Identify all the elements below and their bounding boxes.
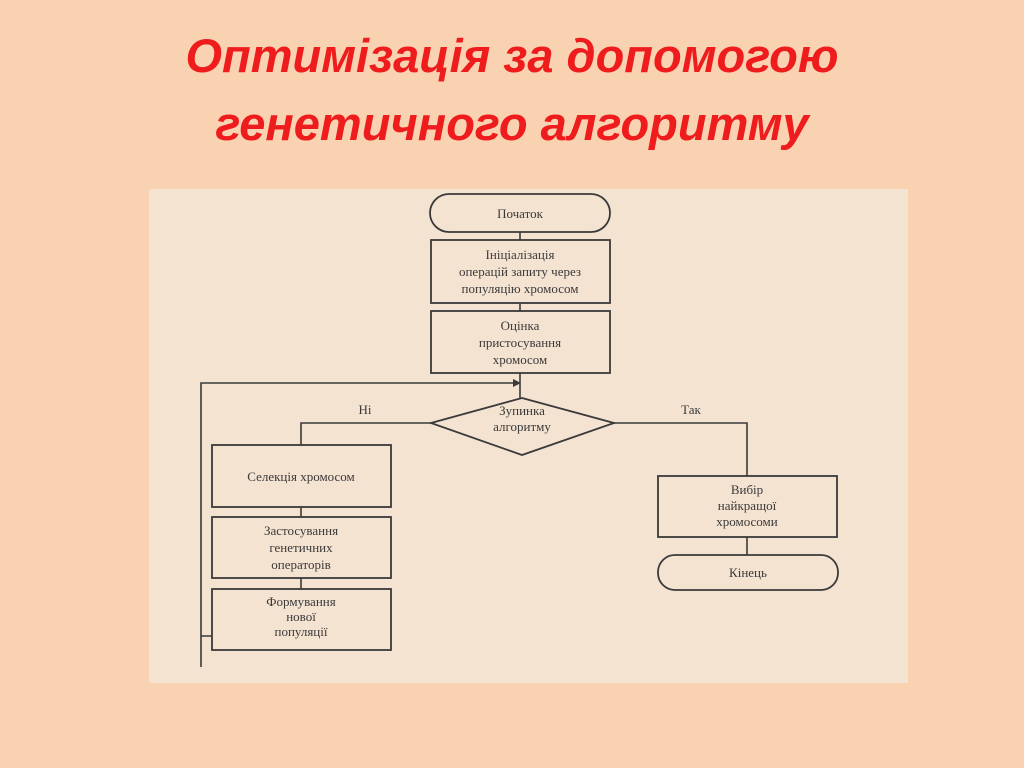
fitness-label-2: пристосування <box>479 335 561 350</box>
start-shape <box>429 193 611 233</box>
best-chromosome-node: Вибір найкращої хромосоми <box>657 475 838 538</box>
selection-node: Селекція хромосом <box>211 444 392 508</box>
best-chromosome-shape <box>657 475 838 538</box>
init-shape <box>430 239 611 304</box>
selection-label: Селекція хромосом <box>247 469 355 484</box>
init-label-2: операцій запиту через <box>459 264 581 279</box>
operators-label-2: генетичних <box>269 540 333 555</box>
best-chromosome-label-3: хромосоми <box>716 514 778 529</box>
yes-branch-label: Так <box>681 402 701 417</box>
connector-decision-yes <box>614 422 748 476</box>
connector-decision-no <box>300 422 431 445</box>
start-node: Початок <box>429 193 611 233</box>
slide-title-line-1: Оптимізація за допомогою <box>185 29 839 82</box>
no-branch-label: Ні <box>359 402 372 417</box>
fitness-label-3: хромосом <box>493 352 548 367</box>
fitness-shape <box>430 310 611 374</box>
new-population-label-3: популяції <box>275 624 328 639</box>
new-population-shape <box>211 588 392 651</box>
decision-shape <box>427 397 618 456</box>
slide-title-line-2: генетичного алгоритму <box>215 97 809 150</box>
end-label: Кінець <box>729 565 767 580</box>
operators-shape <box>211 516 392 579</box>
fitness-node: Оцінка пристосування хромосом <box>430 310 611 374</box>
start-label: Початок <box>497 206 544 221</box>
decision-label-2: алгоритму <box>493 419 551 434</box>
flowchart-connectors <box>200 232 748 667</box>
fitness-label-1: Оцінка <box>501 318 540 333</box>
operators-label-1: Застосування <box>264 523 338 538</box>
decision-node: Зупинка алгоритму <box>427 397 618 456</box>
operators-node: Застосування генетичних операторів <box>211 516 392 579</box>
slide-title: Оптимізація за допомогою генетичного алг… <box>0 22 1024 158</box>
new-population-label-1: Формування <box>266 594 335 609</box>
init-label-1: Ініціалізація <box>486 247 555 262</box>
operators-label-3: операторів <box>271 557 330 572</box>
flowchart: Початок Ініціалізація операцій запиту че… <box>200 193 839 667</box>
new-population-node: Формування нової популяції <box>211 588 392 651</box>
end-node: Кінець <box>657 554 839 591</box>
init-node: Ініціалізація операцій запиту через попу… <box>430 239 611 304</box>
connector-loop-back <box>200 379 521 667</box>
best-chromosome-label-2: найкращої <box>718 498 777 513</box>
init-label-3: популяцію хромосом <box>462 281 579 296</box>
selection-shape <box>211 444 392 508</box>
end-shape <box>657 554 839 591</box>
new-population-label-2: нової <box>286 609 316 624</box>
best-chromosome-label-1: Вибір <box>731 482 763 497</box>
decision-label-1: Зупинка <box>499 403 545 418</box>
